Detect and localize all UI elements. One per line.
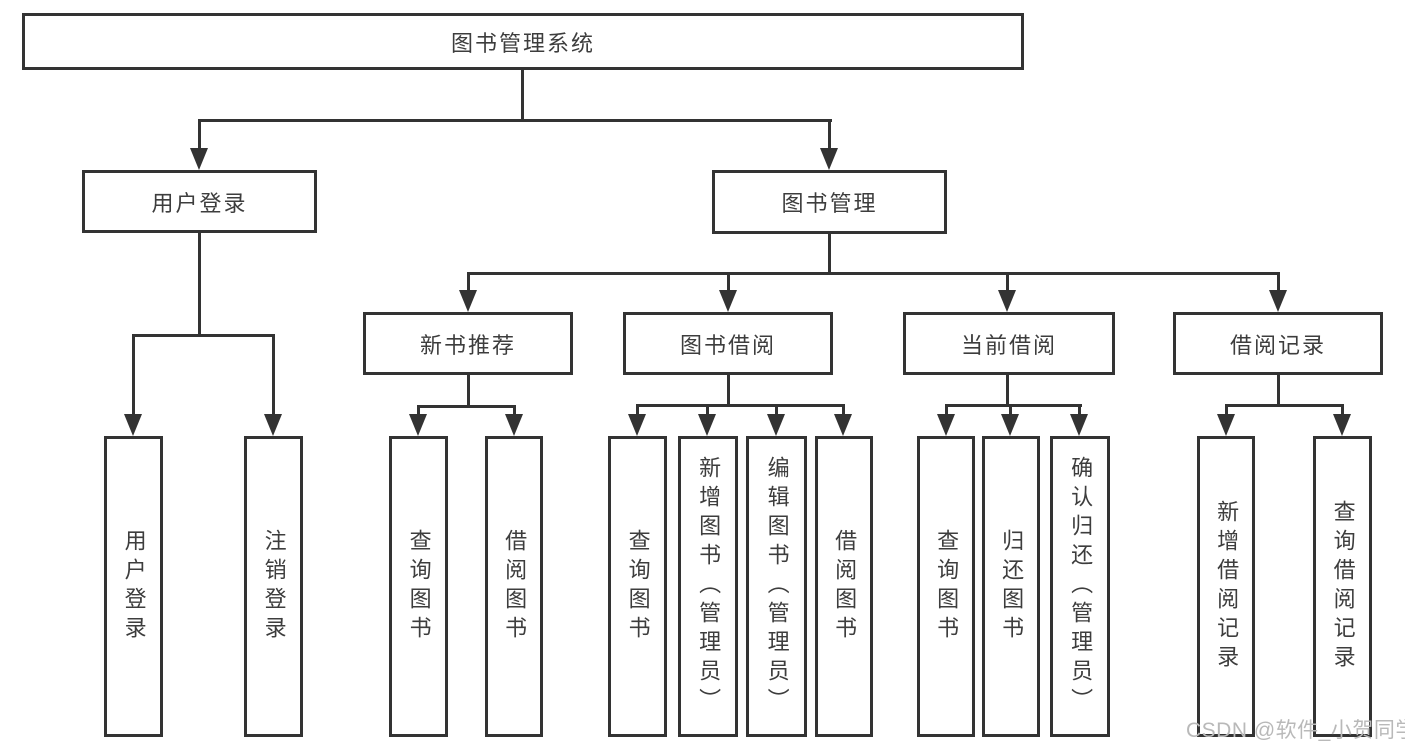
leaf-logout: 注销登录	[244, 436, 303, 737]
arrowhead-down-icon	[459, 290, 477, 312]
leaf-current-confirm-return-admin: 确认归还（管理员）	[1050, 436, 1110, 737]
connector-line	[198, 119, 832, 122]
arrowhead-down-icon	[264, 414, 282, 436]
connector-line	[467, 272, 470, 292]
connector-line	[198, 233, 201, 337]
leaf-user-login: 用户登录	[104, 436, 163, 737]
connector-line	[272, 334, 275, 418]
connector-line	[1225, 404, 1343, 407]
connector-line	[1225, 404, 1228, 417]
leaf-current-return-books: 归还图书	[982, 436, 1040, 737]
arrowhead-down-icon	[1333, 414, 1351, 436]
arrowhead-down-icon	[698, 414, 716, 436]
arrowhead-down-icon	[719, 290, 737, 312]
arrowhead-down-icon	[1001, 414, 1019, 436]
connector-line	[636, 404, 639, 417]
arrowhead-down-icon	[628, 414, 646, 436]
node-book-management: 图书管理	[712, 170, 947, 234]
arrowhead-down-icon	[834, 414, 852, 436]
connector-line	[1009, 404, 1012, 417]
connector-line	[727, 375, 730, 407]
csdn-watermark: CSDN @软件_小贺同学	[1186, 719, 1405, 742]
connector-line	[775, 404, 778, 417]
connector-line	[828, 234, 831, 275]
leaf-borrow-edit-books-admin: 编辑图书（管理员）	[746, 436, 807, 737]
arrowhead-down-icon	[190, 148, 208, 170]
node-book-borrow: 图书借阅	[623, 312, 833, 375]
arrowhead-down-icon	[1070, 414, 1088, 436]
arrowhead-down-icon	[820, 148, 838, 170]
leaf-borrow-add-books-admin: 新增图书（管理员）	[678, 436, 738, 737]
connector-line	[417, 405, 420, 417]
node-user-login: 用户登录	[82, 170, 317, 233]
arrowhead-down-icon	[998, 290, 1016, 312]
connector-line	[198, 119, 201, 150]
connector-line	[828, 119, 831, 150]
connector-line	[132, 334, 135, 418]
connector-line	[1277, 375, 1280, 407]
connector-line	[945, 404, 1082, 407]
leaf-recommend-query-books: 查询图书	[389, 436, 448, 737]
leaf-current-query-books: 查询图书	[917, 436, 975, 737]
connector-line	[132, 334, 275, 337]
leaf-borrow-borrow-books: 借阅图书	[815, 436, 873, 737]
arrowhead-down-icon	[409, 414, 427, 436]
arrowhead-down-icon	[1269, 290, 1287, 312]
arrowhead-down-icon	[1217, 414, 1235, 436]
leaf-recommend-borrow-books: 借阅图书	[485, 436, 543, 737]
arrowhead-down-icon	[937, 414, 955, 436]
connector-line	[467, 272, 1280, 275]
connector-line	[727, 272, 730, 292]
leaf-records-query-record: 查询借阅记录	[1313, 436, 1372, 737]
connector-line	[945, 404, 948, 417]
connector-line	[842, 404, 845, 417]
connector-line	[1006, 375, 1009, 407]
connector-line	[513, 405, 516, 417]
node-new-book-recommend: 新书推荐	[363, 312, 573, 375]
connector-line	[417, 405, 516, 408]
connector-line	[1006, 272, 1009, 292]
connector-line	[521, 70, 524, 122]
connector-line	[467, 375, 470, 408]
node-current-borrow: 当前借阅	[903, 312, 1115, 375]
connector-line	[706, 404, 709, 417]
leaf-records-add-record: 新增借阅记录	[1197, 436, 1255, 737]
leaf-borrow-query-books: 查询图书	[608, 436, 667, 737]
node-borrow-records: 借阅记录	[1173, 312, 1383, 375]
connector-line	[1078, 404, 1081, 417]
connector-line	[1277, 272, 1280, 292]
connector-line	[1341, 404, 1344, 417]
arrowhead-down-icon	[505, 414, 523, 436]
connector-line	[636, 404, 845, 407]
arrowhead-down-icon	[767, 414, 785, 436]
node-root: 图书管理系统	[22, 13, 1024, 70]
arrowhead-down-icon	[124, 414, 142, 436]
